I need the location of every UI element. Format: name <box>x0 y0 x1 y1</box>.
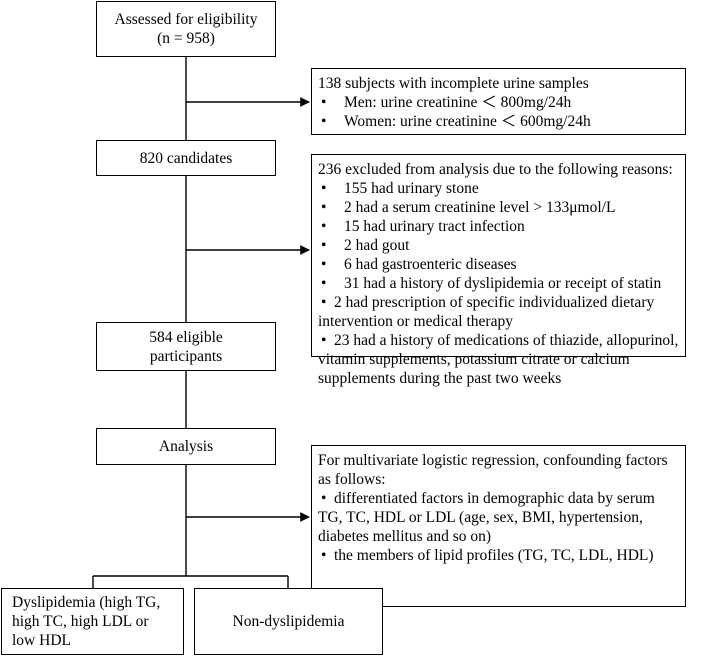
dyslipidemia-box: Dyslipidemia (high TG, high TC, high LDL… <box>1 588 184 655</box>
exclusion1-item: Women: urine creatinine ＜ 600mg/24h <box>318 112 679 131</box>
assessed-box: Assessed for eligibility (n = 958) <box>96 1 276 57</box>
exclusion2-title: 236 excluded from analysis due to the fo… <box>318 161 673 178</box>
non-dyslipidemia-box: Non-dyslipidemia <box>194 588 383 655</box>
exclusion1-box: 138 subjects with incomplete urine sampl… <box>311 68 686 135</box>
confounding-title: For multivariate logistic regression, co… <box>318 452 668 488</box>
analysis-label: Analysis <box>158 438 214 455</box>
exclusion2-box: 236 excluded from analysis due to the fo… <box>311 154 686 387</box>
eligible-line2: participants <box>149 347 223 365</box>
exclusion2-item: 2 had prescription of specific individua… <box>318 293 679 331</box>
eligible-line1: 584 eligible <box>149 328 223 346</box>
candidates-label: 820 candidates <box>139 149 233 167</box>
exclusion1-item: Men: urine creatinine ＜ 800mg/24h <box>318 93 679 112</box>
exclusion1-title: 138 subjects with incomplete urine sampl… <box>318 75 589 92</box>
exclusion2-item: 6 had gastroenteric diseases <box>318 255 679 274</box>
non-dyslipidemia-label: Non-dyslipidemia <box>232 613 345 630</box>
exclusion2-item: 155 had urinary stone <box>318 179 679 198</box>
exclusion2-item: 2 had gout <box>318 236 679 255</box>
confounding-item: the members of lipid profiles (TG, TC, L… <box>318 546 679 565</box>
candidates-box: 820 candidates <box>96 140 276 176</box>
dyslipidemia-label: Dyslipidemia (high TG, high TC, high LDL… <box>12 594 161 649</box>
assessed-line2: (n = 958) <box>157 30 215 47</box>
exclusion2-item: 15 had urinary tract infection <box>318 217 679 236</box>
assessed-line1: Assessed for eligibility <box>114 11 258 28</box>
exclusion2-item: 2 had a serum creatinine level > 133μmol… <box>318 198 679 217</box>
exclusion2-item: 23 had a history of medications of thiaz… <box>318 331 679 388</box>
eligible-box: 584 eligible participants <box>96 322 276 371</box>
confounding-box: For multivariate logistic regression, co… <box>311 445 686 607</box>
exclusion2-item: 31 had a history of dyslipidemia or rece… <box>318 274 679 293</box>
analysis-box: Analysis <box>96 428 276 465</box>
confounding-item: differentiated factors in demographic da… <box>318 489 679 546</box>
